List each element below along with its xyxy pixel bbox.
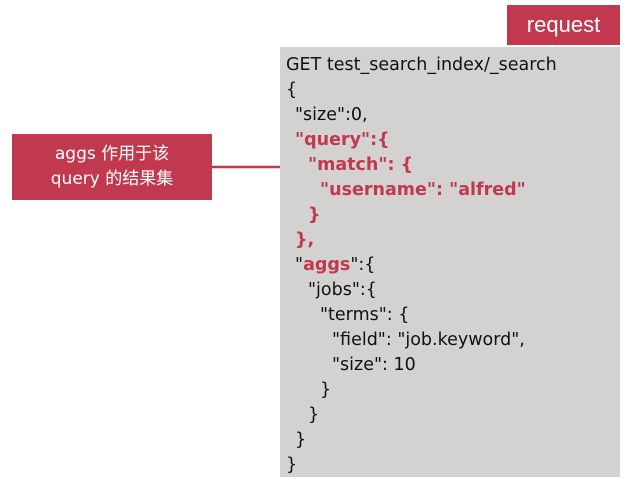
code-line: }	[295, 430, 307, 450]
code-token: "	[295, 255, 304, 275]
code-line: "jobs":{	[308, 280, 377, 300]
code-block: GET test_search_index/_search { "size":0…	[280, 47, 620, 477]
code-token-aggs: aggs	[303, 255, 351, 275]
code-line-close-match: }	[308, 205, 321, 225]
code-line-match: "match": {	[308, 155, 414, 175]
code-line: "size":0,	[295, 105, 368, 125]
request-badge: request	[507, 5, 620, 45]
code-line-username: "username": "alfred"	[320, 180, 526, 200]
code-line: "terms": {	[320, 305, 410, 325]
callout-line-1: aggs 作用于该	[54, 144, 170, 164]
code-line: }	[286, 455, 298, 475]
callout-note: aggs 作用于该 query 的结果集	[12, 134, 212, 200]
code-line: GET test_search_index/_search	[286, 55, 557, 75]
code-line: {	[286, 80, 298, 100]
code-token: ":{	[350, 255, 376, 275]
code-line-aggs: "aggs":{	[295, 253, 375, 277]
callout-line-2: query 的结果集	[50, 169, 174, 189]
code-line: "size": 10	[332, 355, 416, 375]
code-line: }	[320, 380, 332, 400]
code-line: }	[308, 405, 320, 425]
code-line: "field": "job.keyword",	[332, 330, 525, 350]
code-line-close-query: },	[295, 230, 315, 250]
code-line-query: "query":{	[295, 130, 390, 150]
